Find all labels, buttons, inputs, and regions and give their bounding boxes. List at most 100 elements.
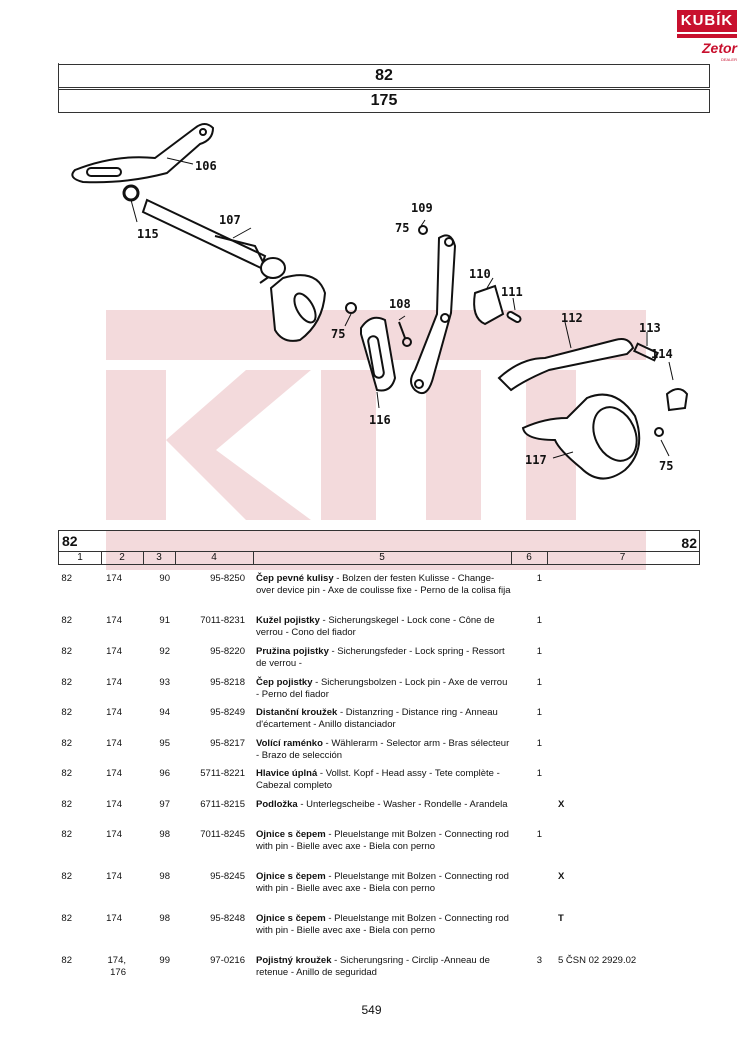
part-114-selector <box>665 388 689 412</box>
cell-quantity: 1 <box>536 829 542 840</box>
cell-description: Podložka - Unterlegscheibe - Washer - Ro… <box>256 799 511 811</box>
part-translations: - Sicherungsring - Circlip -Anneau de re… <box>256 955 490 978</box>
cell-figure: 174 <box>106 615 122 626</box>
part-75-ring-c <box>654 427 664 437</box>
cell-figure: 174 <box>106 829 122 840</box>
logo-sub: Zetor <box>702 40 737 56</box>
part-name: Ojnice s čepem <box>256 871 326 882</box>
cell-part-number: 95-8248 <box>210 913 245 924</box>
callout-114: 114 <box>651 347 673 361</box>
cell-position: 92 <box>159 646 170 657</box>
cell-description: Čep pevné kulisy - Bolzen der festen Kul… <box>256 573 511 596</box>
cell-position: 95 <box>159 738 170 749</box>
part-name: Pružina pojistky <box>256 646 329 657</box>
cell-description: Čep pojistky - Sicherungsbolzen - Lock p… <box>256 677 511 700</box>
cell-group: 82 <box>61 829 72 840</box>
part-name: Podložka <box>256 799 298 810</box>
logo-divider <box>677 34 737 38</box>
cell-figure: 174 <box>106 573 122 584</box>
cell-position: 98 <box>159 871 170 882</box>
cell-part-number: 5711-8221 <box>200 768 245 779</box>
cell-position: 91 <box>159 615 170 626</box>
cell-quantity: 1 <box>536 677 542 688</box>
cell-quantity: 1 <box>536 768 542 779</box>
cell-group: 82 <box>61 871 72 882</box>
cell-quantity: 1 <box>536 707 542 718</box>
cell-part-number: 95-8217 <box>210 738 245 749</box>
cell-position: 97 <box>159 799 170 810</box>
part-name: Ojnice s čepem <box>256 913 326 924</box>
page-number: 549 <box>361 1003 382 1017</box>
part-75-ring-a <box>345 302 357 314</box>
callout-112: 112 <box>561 311 583 325</box>
dealer-logo: KUBÍK Zetor DEALER <box>677 10 737 64</box>
cell-part-number: 95-8218 <box>210 677 245 688</box>
part-translations: - Bolzen der festen Kulisse - Change-ove… <box>256 573 511 596</box>
cell-description: Kužel pojistky - Sicherungskegel - Lock … <box>256 615 511 638</box>
col-1: 1 <box>59 551 102 564</box>
cell-part-number: 97-0216 <box>210 955 245 966</box>
cell-note: 5 ČSN 02 2929.02 <box>558 955 637 966</box>
cell-description: Pružina pojistky - Sicherungsfeder - Loc… <box>256 646 511 669</box>
cell-quantity: 1 <box>536 738 542 749</box>
part-75-ring-b <box>418 225 428 235</box>
part-translations: - Distanzring - Distance ring - Anneau d… <box>256 707 498 730</box>
cell-description: Volící raménko - Wählerarm - Selector ar… <box>256 738 511 761</box>
part-108-bolt <box>398 321 412 347</box>
callout-106: 106 <box>195 159 217 173</box>
table-column-headers: 1 2 3 4 5 6 7 <box>58 551 700 565</box>
exploded-parts-diagram: 1061151077510811610975110111112113114117… <box>71 123 689 480</box>
callout-75: 75 <box>395 221 409 235</box>
col-7: 7 <box>619 552 626 563</box>
callout-116: 116 <box>369 413 391 427</box>
cell-position: 93 <box>159 677 170 688</box>
part-translations: - Wählerarm - Selector arm - Bras sélect… <box>256 738 510 761</box>
part-name: Hlavice úplná <box>256 768 318 779</box>
part-translations: - Sicherungsbolzen - Lock pin - Axe de v… <box>256 677 508 700</box>
cell-figure: 174 <box>106 677 122 688</box>
part-115-washer <box>122 184 140 202</box>
cell-description: Hlavice úplná - Vollst. Kopf - Head assy… <box>256 768 511 791</box>
cell-quantity: 3 <box>536 955 542 966</box>
part-translations: - Unterlegscheibe - Washer - Rondelle - … <box>297 799 508 810</box>
part-name: Čep pojistky <box>256 677 313 688</box>
cell-position: 90 <box>159 573 170 584</box>
part-113-spring <box>633 342 659 362</box>
part-translations: - Pleuelstange mit Bolzen - Connecting r… <box>256 913 509 936</box>
callout-110: 110 <box>469 267 491 281</box>
part-110-cone <box>473 284 505 326</box>
part-translations: - Pleuelstange mit Bolzen - Connecting r… <box>256 871 509 894</box>
part-117-housing <box>521 393 641 480</box>
col-5: 5 <box>253 551 512 564</box>
cell-position: 98 <box>159 913 170 924</box>
callout-109: 109 <box>411 201 433 215</box>
cell-figure: 174 <box>106 646 122 657</box>
cell-figure: 174 <box>106 913 122 924</box>
col-3: 3 <box>143 551 176 564</box>
part-116-plate <box>360 316 397 392</box>
cell-group: 82 <box>61 799 72 810</box>
cell-group: 82 <box>61 738 72 749</box>
part-name: Ojnice s čepem <box>256 829 326 840</box>
cell-part-number: 7011-8245 <box>200 829 245 840</box>
callout-113: 113 <box>639 321 661 335</box>
cell-quantity: 1 <box>536 573 542 584</box>
callout-111: 111 <box>501 285 523 299</box>
part-translations: - Pleuelstange mit Bolzen - Connecting r… <box>256 829 509 852</box>
cell-group: 82 <box>61 707 72 718</box>
part-109-link <box>410 234 457 394</box>
callout-108: 108 <box>389 297 411 311</box>
cell-figure: 174 <box>106 768 122 779</box>
cell-figure: 174 <box>106 738 122 749</box>
cell-group: 82 <box>61 768 72 779</box>
cell-position: 96 <box>159 768 170 779</box>
col-4: 4 <box>175 551 254 564</box>
cell-figure: 174 <box>106 707 122 718</box>
callout-115: 115 <box>137 227 159 241</box>
table-group-header: 82 82 <box>58 530 700 552</box>
part-112-arm <box>497 338 635 392</box>
part-translations: - Sicherungskegel - Lock cone - Cône de … <box>256 615 495 638</box>
cell-group: 82 <box>61 955 72 966</box>
callout-75: 75 <box>659 459 673 473</box>
group-left: 82 <box>62 533 78 549</box>
